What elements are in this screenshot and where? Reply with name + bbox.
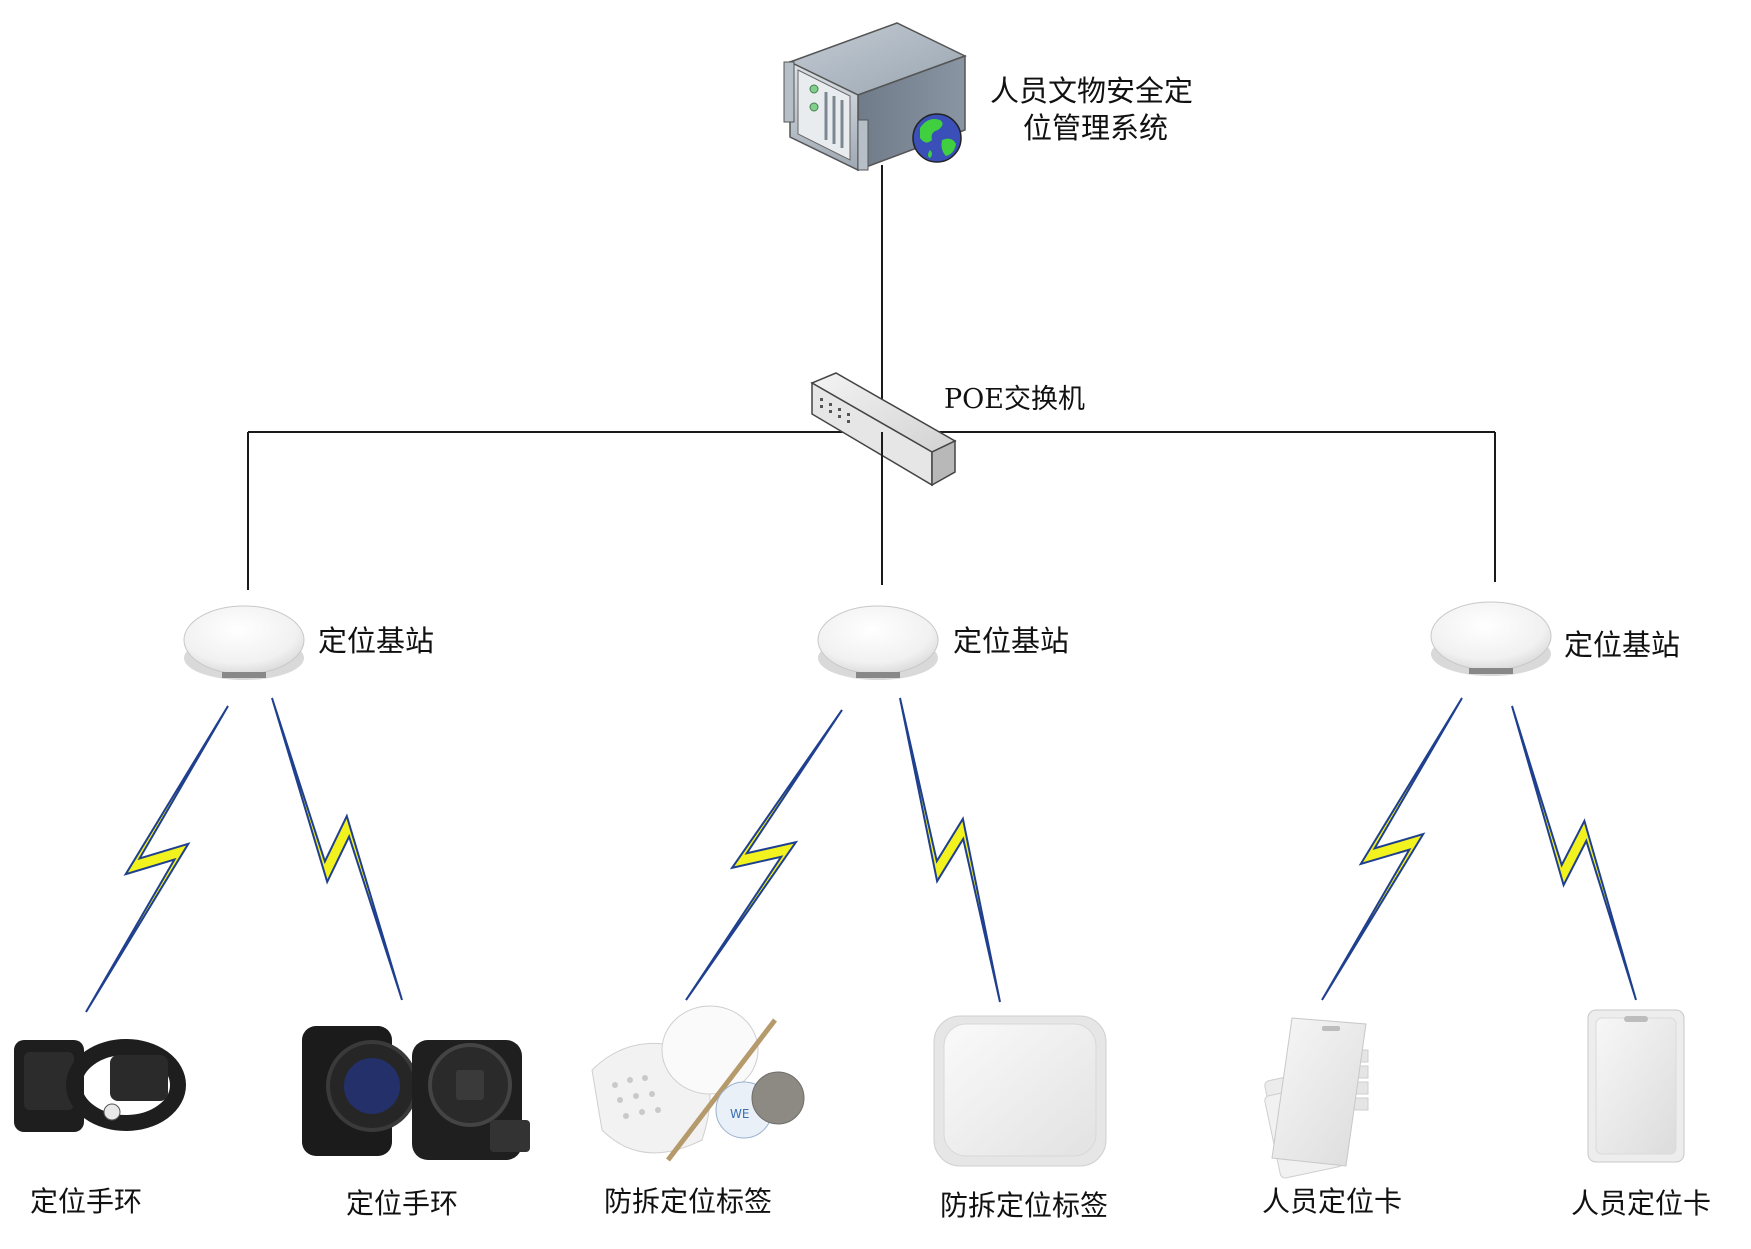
globe-icon (912, 113, 962, 163)
base-station-icon (1430, 601, 1552, 676)
device-label-6: 人员定位卡 (1571, 1187, 1711, 1220)
switch-label: POE交换机 (944, 384, 1085, 415)
lightning-bolt-icon (899, 697, 1001, 1003)
device-label-5: 人员定位卡 (1262, 1185, 1402, 1218)
device-label-1: 定位手环 (30, 1185, 142, 1218)
server-label-line1: 人员文物安全定 (990, 74, 1193, 108)
server-label-line2: 位管理系统 (1023, 111, 1168, 145)
lightning-bolt-icon (271, 697, 403, 1001)
base-station-label-1: 定位基站 (318, 624, 434, 658)
connection-lines (247, 165, 1496, 590)
base-station-icon (817, 605, 939, 680)
card-icon (1587, 1009, 1685, 1163)
lightning-bolt-icon (85, 705, 229, 1013)
wireless-signals (85, 697, 1637, 1013)
smart-watch-icon (302, 1026, 530, 1160)
wristband-icon (14, 1039, 186, 1132)
tamper-tag-icon: WE (591, 1005, 805, 1162)
device-label-3: 防拆定位标签 (604, 1185, 772, 1218)
square-tag-icon (933, 1015, 1107, 1167)
device-label-2: 定位手环 (346, 1187, 458, 1220)
lightning-bolt-icon (685, 709, 843, 1001)
device-label-4: 防拆定位标签 (940, 1189, 1108, 1222)
lightning-bolt-icon (1321, 697, 1463, 1001)
poe-switch-icon (810, 372, 957, 487)
base-station-label-3: 定位基站 (1564, 628, 1680, 662)
base-station-label-2: 定位基站 (953, 624, 1069, 658)
card-stack-icon (1264, 1017, 1369, 1179)
svg-text:WE: WE (730, 1107, 749, 1121)
server-icon (783, 22, 967, 172)
base-station-icon (183, 605, 305, 680)
lightning-bolt-icon (1511, 705, 1637, 1001)
